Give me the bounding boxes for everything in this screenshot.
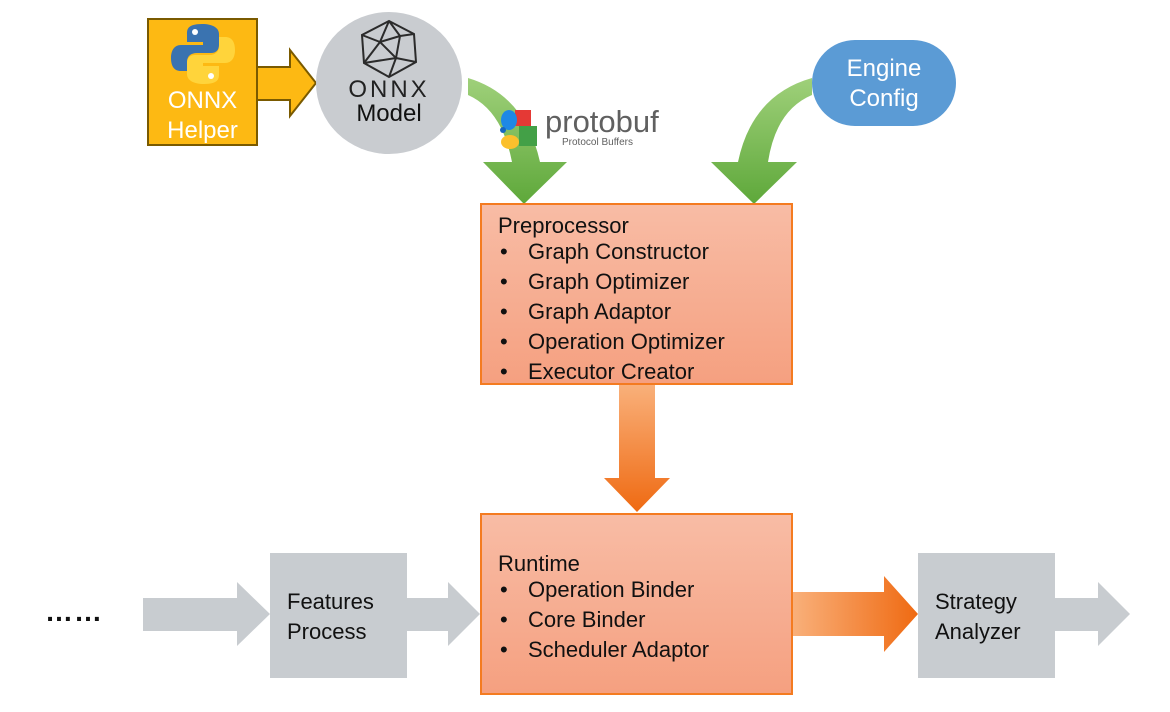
preprocessor-item: Graph Constructor (498, 237, 725, 267)
onnx-model-node: ONNX Model (316, 12, 462, 154)
runtime-to-strategy-arrow (793, 576, 918, 652)
preprocessor-item: Operation Optimizer (498, 327, 725, 357)
engine-config-line2: Config (849, 85, 919, 112)
python-logo-icon (171, 24, 235, 84)
protobuf-wordmark: protobuf (545, 104, 659, 139)
preprocessor-item: Graph Adaptor (498, 297, 725, 327)
runtime-title: Runtime (498, 551, 580, 576)
input-to-features-arrow (143, 582, 270, 646)
onnx-helper-node: ONNX Helper (147, 18, 258, 146)
preprocessor-box: Preprocessor Graph Constructor Graph Opt… (480, 203, 793, 387)
preprocessor-to-runtime-arrow (604, 385, 670, 512)
onnx-model-label: Model (356, 100, 422, 127)
engine-config-line1: Engine (846, 55, 922, 82)
onnx-helper-line1: ONNX (167, 87, 238, 114)
protobuf-logo: protobuf Protocol Buffers (497, 104, 659, 157)
engine-config-node: Engine Config (812, 40, 956, 126)
preprocessor-list: Graph Constructor Graph Optimizer Graph … (498, 237, 725, 387)
onnx-wordmark: ONNX (348, 76, 430, 103)
features-to-runtime-arrow (407, 582, 480, 646)
onnx-helper-line2: Helper (167, 117, 238, 144)
strategy-analyzer-line1: Strategy (935, 589, 1017, 614)
features-process-line2: Process (287, 619, 367, 644)
onnx-helper-label: ONNX Helper (149, 86, 256, 146)
strategy-analyzer-line2: Analyzer (935, 619, 1021, 644)
preprocessor-item: Graph Optimizer (498, 267, 725, 297)
preprocessor-item: Executor Creator (498, 357, 725, 387)
features-process-line1: Features (287, 589, 374, 614)
protobuf-subtitle: Protocol Buffers (562, 137, 633, 148)
helper-to-model-arrow (256, 47, 318, 119)
strategy-output-arrow (1055, 582, 1130, 646)
ellipsis-text: …… (45, 596, 103, 627)
features-process-box: Features Process (270, 553, 407, 678)
runtime-item: Scheduler Adaptor (498, 635, 709, 665)
runtime-item: Operation Binder (498, 575, 709, 605)
runtime-box: Runtime Operation Binder Core Binder Sch… (480, 513, 793, 695)
protobuf-logo-icon (500, 110, 537, 149)
preprocessor-title: Preprocessor (498, 213, 629, 238)
strategy-analyzer-box: Strategy Analyzer (918, 553, 1055, 678)
runtime-list: Operation Binder Core Binder Scheduler A… (498, 575, 709, 665)
onnx-logo-icon (360, 19, 418, 79)
runtime-item: Core Binder (498, 605, 709, 635)
config-to-preprocessor-arrow (711, 78, 812, 204)
